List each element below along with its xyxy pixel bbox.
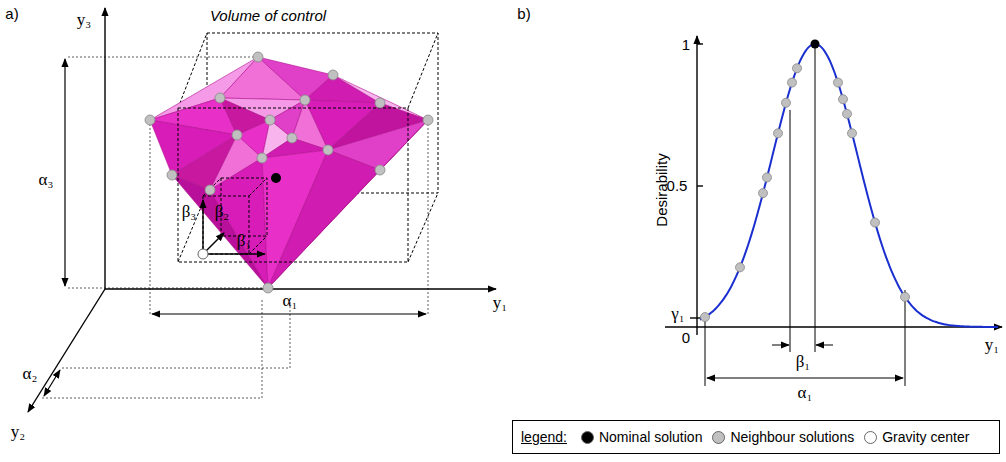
region-label: Volume of control xyxy=(210,8,326,25)
dimension-label: α₁ xyxy=(798,384,813,403)
solution-polyhedron xyxy=(150,57,428,288)
legend-box: legend: Nominal solution Neighbour solutio… xyxy=(512,420,1000,454)
desirability-curve xyxy=(700,44,998,327)
neighbour-points xyxy=(145,52,433,293)
threshold-label: γ₁ xyxy=(671,305,684,324)
neighbour-point xyxy=(901,292,910,301)
curve-points xyxy=(701,40,910,322)
control-volume-front xyxy=(178,108,408,262)
beta-arrows xyxy=(203,200,265,254)
axis-label: y₁ xyxy=(985,336,999,355)
projection-lines xyxy=(42,57,428,398)
tick-label: 0 xyxy=(682,330,690,347)
nominal-point xyxy=(811,40,820,49)
gravity-center xyxy=(198,249,208,259)
neighbour-point xyxy=(788,78,797,87)
dimension-label: α₃ xyxy=(39,171,54,190)
axis-label: y₁ xyxy=(493,294,507,313)
neighbour-point xyxy=(839,95,848,104)
axis-label: y₂ xyxy=(11,423,25,442)
dimension-arrows xyxy=(44,59,426,396)
dimension-lines-b xyxy=(705,44,905,386)
neighbour-point xyxy=(843,109,852,118)
neighbour-point xyxy=(701,313,710,322)
nominal-point xyxy=(271,173,281,183)
neighbour-point xyxy=(763,173,772,182)
dimension-label: β₁ xyxy=(237,232,252,251)
axis-label: y₃ xyxy=(77,11,91,30)
tick-label: 1 xyxy=(682,37,690,54)
neighbour-point xyxy=(774,129,783,138)
neighbour-point xyxy=(782,98,791,107)
legend-swatch xyxy=(581,431,594,444)
legend-text: Gravity center xyxy=(882,429,969,445)
legend-text: Neighbour solutions xyxy=(730,429,854,445)
dimension-label: β₂ xyxy=(215,203,230,222)
dimension-label: β₃ xyxy=(182,203,197,222)
legend-title: legend: xyxy=(521,429,567,445)
legend-swatch xyxy=(864,431,877,444)
neighbour-point xyxy=(834,78,843,87)
axes-a xyxy=(28,8,496,412)
dimension-label: α₁ xyxy=(283,292,298,311)
neighbour-point xyxy=(871,218,880,227)
legend-text: Nominal solution xyxy=(599,429,703,445)
tick-label: 0.5 xyxy=(667,178,688,195)
neighbour-point xyxy=(793,64,802,73)
neighbour-point xyxy=(736,263,745,272)
legend-swatch xyxy=(712,431,725,444)
dimension-label: α₂ xyxy=(23,365,38,384)
neighbour-point xyxy=(848,129,857,138)
panel-letter: a) xyxy=(5,6,18,23)
axes-b xyxy=(665,36,1002,335)
neighbour-point xyxy=(759,189,768,198)
panel-letter: b) xyxy=(517,6,530,23)
dimension-label: β₁ xyxy=(796,353,811,372)
